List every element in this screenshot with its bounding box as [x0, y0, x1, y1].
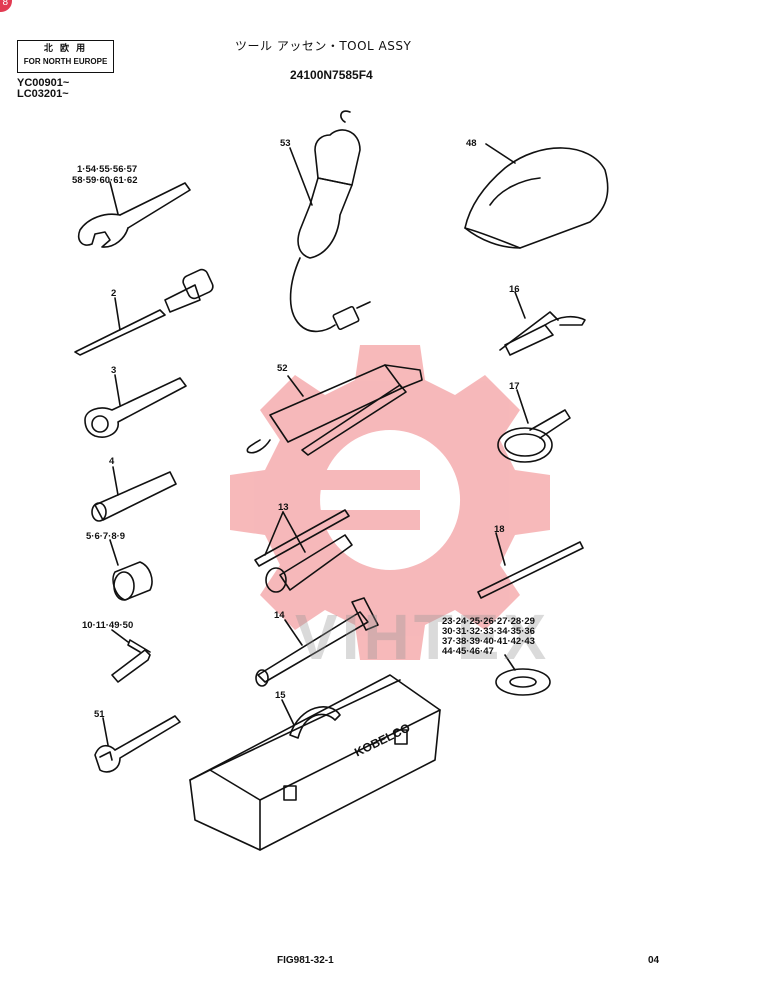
screwdriver-icon	[74, 268, 214, 356]
page-title: ツール アッセン・TOOL ASSY	[235, 39, 412, 53]
label-hex-keys: 10·11·49·50	[82, 620, 134, 631]
part-number: 24100N7585F4	[290, 68, 373, 82]
label-t-handle: 14	[274, 610, 285, 621]
watermark-text: VIHTEX	[295, 601, 551, 673]
label-box-wrench: 13	[278, 502, 289, 513]
label-pliers: 16	[509, 284, 520, 295]
pliers-icon	[499, 291, 586, 356]
t-handle-wrench-icon	[255, 597, 379, 687]
box-wrench-icon	[254, 509, 353, 593]
label-washers-3: 37·38·39·40·41·42·43	[442, 636, 535, 647]
grease-gun-icon	[246, 364, 423, 456]
serial-range-2: LC03201~	[17, 88, 69, 100]
page-number: 04	[648, 955, 660, 966]
label-grease-gun: 52	[277, 363, 288, 374]
label-lamp: 53	[280, 138, 291, 149]
filter-wrench-icon	[497, 389, 571, 463]
label-sockets: 5·6·7·8·9	[86, 531, 126, 542]
toolbox-icon	[189, 674, 441, 851]
label-washers-1: 23·24·25·26·27·28·29	[442, 616, 535, 627]
cap-icon	[464, 143, 609, 249]
region-jp-label: 北 欧 用	[43, 44, 88, 54]
socket-icon	[109, 539, 153, 601]
extension-bar-icon	[91, 466, 177, 522]
region-box: 北 欧 用 FOR NORTH EUROPE	[17, 40, 114, 73]
region-en-label: FOR NORTH EUROPE	[23, 57, 108, 66]
watermark-gear-icon	[230, 345, 550, 660]
spanner-wrench-icon	[77, 181, 191, 248]
label-filter-wrench: 17	[509, 381, 520, 392]
label-washers-4: 44·45·46·47	[442, 646, 494, 657]
label-toolbox: 15	[275, 690, 286, 701]
label-cap: 48	[466, 138, 477, 149]
label-extension: 4	[109, 456, 115, 467]
label-wrench-2: 58·59·60·61·62	[72, 175, 138, 186]
toolbox-brand-label: KOBELCO	[352, 721, 412, 760]
tommy-bar-icon	[477, 532, 584, 599]
corner-badge-text: 8	[2, 0, 8, 8]
label-adjustable-wrench: 51	[94, 709, 105, 720]
ratchet-handle-icon	[84, 374, 187, 438]
label-bar: 18	[494, 524, 505, 535]
hex-key-icon	[111, 629, 151, 683]
label-wrench: 1·54·55·56·57	[77, 164, 138, 175]
adjustable-wrench-icon	[94, 715, 181, 773]
serial-range-1: YC00901~	[17, 77, 70, 89]
figure-number: FIG981-32-1	[277, 955, 334, 966]
label-ratchet: 3	[111, 365, 117, 376]
label-screwdriver: 2	[111, 288, 117, 299]
washer-icon	[495, 654, 551, 696]
label-washers-2: 30·31·32·33·34·35·36	[442, 626, 535, 637]
work-lamp-icon	[289, 110, 371, 333]
